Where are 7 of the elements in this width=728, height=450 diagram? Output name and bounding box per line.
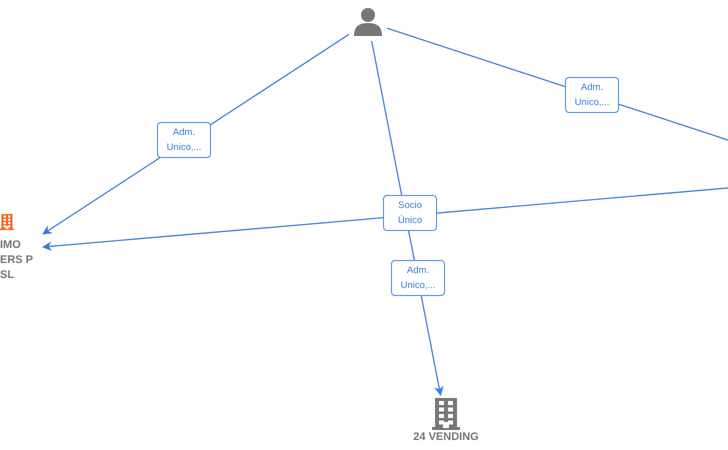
edge-label: Socio Único — [383, 195, 437, 231]
edge-label: Adm. Unico,... — [391, 260, 445, 296]
edge-label: Adm. Unico,... — [157, 122, 211, 158]
company-name: 24 VENDING — [413, 430, 479, 445]
arrow — [42, 187, 728, 252]
company-name: IMO ERS P SL — [0, 238, 34, 283]
edge-label: Adm. Unico,... — [565, 77, 619, 113]
